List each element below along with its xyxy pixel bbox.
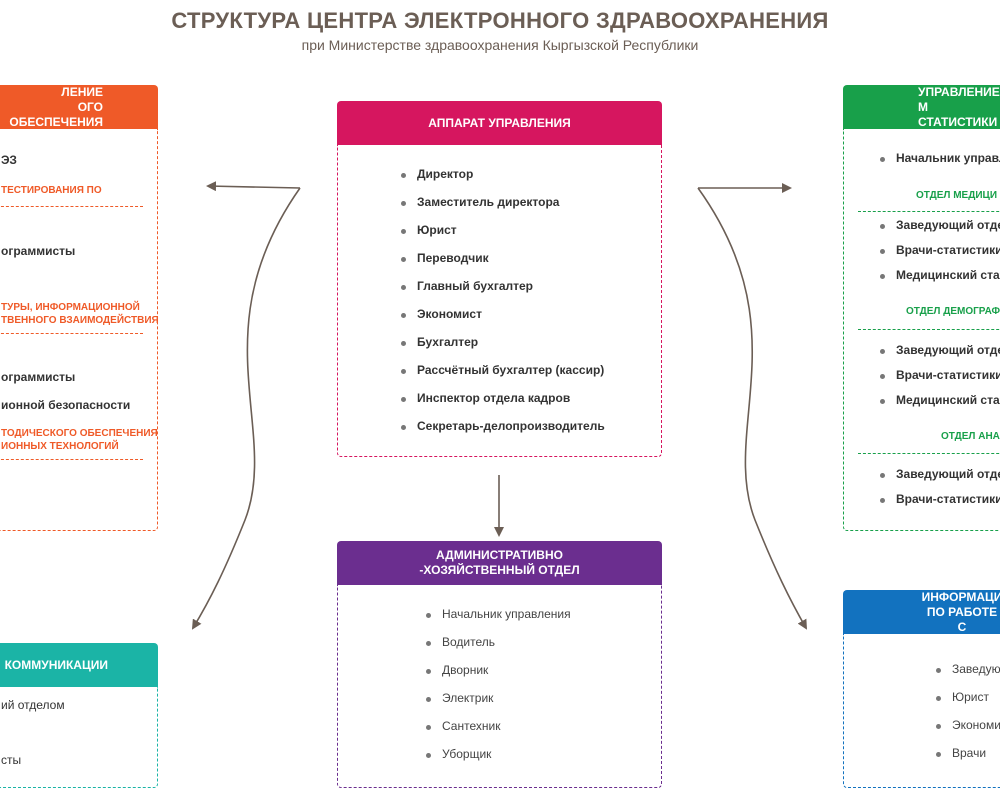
list-item: Врачи-статистики xyxy=(880,243,1000,268)
statistics-box: УПРАВЛЕНИЕ М СТАТИСТИКИ Начальник управл… xyxy=(843,85,1000,531)
arrow-to-software xyxy=(206,181,301,192)
divider xyxy=(0,206,143,207)
apparatus-header: АППАРАТ УПРАВЛЕНИЯ xyxy=(337,101,662,145)
list-item: Рассчётный бухгалтер (кассир) xyxy=(401,363,605,391)
information-header: ИНФОРМАЦИ ПО РАБОТЕ С xyxy=(843,590,1000,634)
list-item: Начальник управления xyxy=(426,607,571,635)
software-subdept-1: ТЕСТИРОВАНИЯ ПО xyxy=(1,185,102,196)
information-box: ИНФОРМАЦИ ПО РАБОТЕ С Заведую Юрист Экон… xyxy=(843,590,1000,788)
list-item: Юрист xyxy=(401,223,605,251)
apparatus-box: АППАРАТ УПРАВЛЕНИЯ Директор Заместитель … xyxy=(337,101,662,457)
software-line-1: ЭЗ xyxy=(1,153,17,167)
software-subdept-2a: ТУРЫ, ИНФОРМАЦИОННОЙ xyxy=(1,302,140,313)
statistics-dept-3-list: Заведующий отде Врачи-статистики xyxy=(879,467,1000,517)
list-item: Заместитель директора xyxy=(401,195,605,223)
list-item: Юрист xyxy=(936,690,1000,718)
list-item: Заведующий отде xyxy=(879,467,1000,492)
information-list: Заведую Юрист Экономи Врачи xyxy=(936,662,1000,774)
admin-header: АДМИНИСТРАТИВНО -ХОЗЯЙСТВЕННЫЙ ОТДЕЛ xyxy=(337,541,662,585)
software-box: ЛЕНИЕ ОГО ОБЕСПЕЧЕНИЯ ЭЗ ТЕСТИРОВАНИЯ ПО… xyxy=(0,85,159,531)
communications-box: КОММУНИКАЦИИ ий отделом сты xyxy=(0,643,158,788)
list-item: Медицинский стат xyxy=(880,393,1000,418)
page-title: СТРУКТУРА ЦЕНТРА ЭЛЕКТРОННОГО ЗДРАВООХРА… xyxy=(171,8,829,33)
divider xyxy=(858,329,1000,330)
software-subdept-3b: ИОННЫХ ТЕХНОЛОГИЙ xyxy=(1,441,119,452)
list-item: Врачи-статистики xyxy=(880,368,1000,393)
list-item: Начальник управл xyxy=(879,151,1000,171)
list-item: Электрик xyxy=(426,691,571,719)
list-item: Главный бухгалтер xyxy=(401,279,605,307)
admin-list: Начальник управления Водитель Дворник Эл… xyxy=(426,607,571,775)
software-line-2: ограммисты xyxy=(1,244,76,258)
statistics-dept-2: ОТДЕЛ ДЕМОГРАФИ xyxy=(906,306,1000,317)
page-subtitle: при Министерстве здравоохранения Кыргызс… xyxy=(301,37,699,53)
divider xyxy=(0,459,143,460)
arrow-curve-left xyxy=(191,187,301,630)
statistics-dept-1: ОТДЕЛ МЕДИЦИ xyxy=(916,190,998,201)
statistics-head-list: Начальник управл xyxy=(879,151,1000,171)
divider xyxy=(858,211,1000,212)
divider xyxy=(0,333,143,334)
admin-box: АДМИНИСТРАТИВНО -ХОЗЯЙСТВЕННЫЙ ОТДЕЛ Нач… xyxy=(337,541,662,788)
communications-header: КОММУНИКАЦИИ xyxy=(0,643,158,687)
software-line-3: ограммисты xyxy=(1,370,76,384)
statistics-dept-1-list: Заведующий отде Врачи-статистики Медицин… xyxy=(880,218,1000,293)
apparatus-list: Директор Заместитель директора Юрист Пер… xyxy=(401,167,605,447)
statistics-dept-2-list: Заведующий отде Врачи-статистики Медицин… xyxy=(880,343,1000,418)
statistics-header: УПРАВЛЕНИЕ М СТАТИСТИКИ xyxy=(843,85,1000,129)
divider xyxy=(858,453,1000,454)
software-subdept-3a: ТОДИЧЕСКОГО ОБЕСПЕЧЕНИЯ xyxy=(1,428,158,439)
list-item: Секретарь-делопроизводитель xyxy=(401,419,605,447)
list-item: Переводчик xyxy=(401,251,605,279)
list-item: Врачи-статистики xyxy=(879,492,1000,517)
list-item: Экономи xyxy=(936,718,1000,746)
list-item: Заведующий отде xyxy=(880,218,1000,243)
list-item: Уборщик xyxy=(426,747,571,775)
communications-line-1: ий отделом xyxy=(1,698,65,712)
software-subdept-2b: ТВЕННОГО ВЗАИМОДЕЙСТВИЯ xyxy=(1,315,159,326)
list-item: Директор xyxy=(401,167,605,195)
statistics-dept-3: ОТДЕЛ АНАЛ xyxy=(941,431,1000,442)
software-header: ЛЕНИЕ ОГО ОБЕСПЕЧЕНИЯ xyxy=(0,85,158,129)
list-item: Сантехник xyxy=(426,719,571,747)
list-item: Инспектор отдела кадров xyxy=(401,391,605,419)
communications-line-2: сты xyxy=(1,753,22,767)
list-item: Врачи xyxy=(936,746,1000,774)
list-item: Заведующий отде xyxy=(880,343,1000,368)
software-line-4: ионной безопасности xyxy=(1,398,131,412)
list-item: Экономист xyxy=(401,307,605,335)
arrow-curve-right xyxy=(697,187,807,630)
list-item: Дворник xyxy=(426,663,571,691)
list-item: Бухгалтер xyxy=(401,335,605,363)
list-item: Медицинский стат xyxy=(880,268,1000,293)
list-item: Водитель xyxy=(426,635,571,663)
list-item: Заведую xyxy=(936,662,1000,690)
